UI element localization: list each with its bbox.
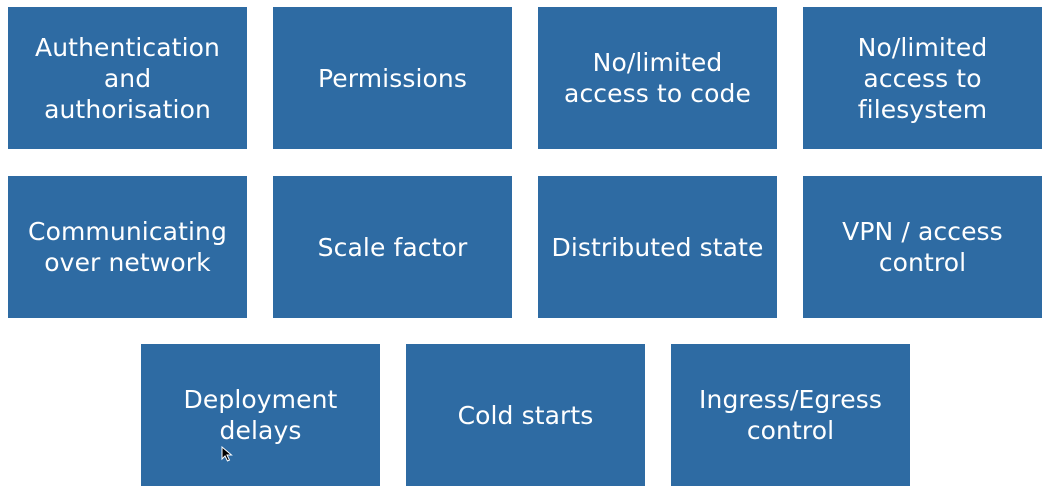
tile-communicating-over-network: Communicating over network <box>8 176 247 318</box>
tile-label: Scale factor <box>317 232 468 262</box>
tile-label: Deployment delays <box>183 385 338 445</box>
tile-cold-starts: Cold starts <box>406 344 645 486</box>
tile-label: Cold starts <box>457 400 594 430</box>
tile-scale-factor: Scale factor <box>273 176 512 318</box>
tile-ingress-egress-control: Ingress/Egress control <box>671 344 910 486</box>
tile-label: Distributed state <box>551 232 764 262</box>
tile-access-to-code: No/limited access to code <box>538 7 777 149</box>
tile-authentication: Authentication and authorisation <box>8 7 247 149</box>
tile-label: Permissions <box>318 63 467 93</box>
tile-distributed-state: Distributed state <box>538 176 777 318</box>
mouse-pointer-icon <box>221 446 233 462</box>
tile-label: No/limited access to code <box>564 48 751 108</box>
tile-label: Communicating over network <box>28 217 227 277</box>
tile-access-to-filesystem: No/limited access to filesystem <box>803 7 1042 149</box>
tile-vpn-access-control: VPN / access control <box>803 176 1042 318</box>
tile-deployment-delays: Deployment delays <box>141 344 380 486</box>
tile-label: No/limited access to filesystem <box>857 32 988 124</box>
tile-label: Ingress/Egress control <box>699 385 882 445</box>
tile-permissions: Permissions <box>273 7 512 149</box>
tile-label: Authentication and authorisation <box>35 32 220 124</box>
tile-label: VPN / access control <box>842 217 1003 277</box>
